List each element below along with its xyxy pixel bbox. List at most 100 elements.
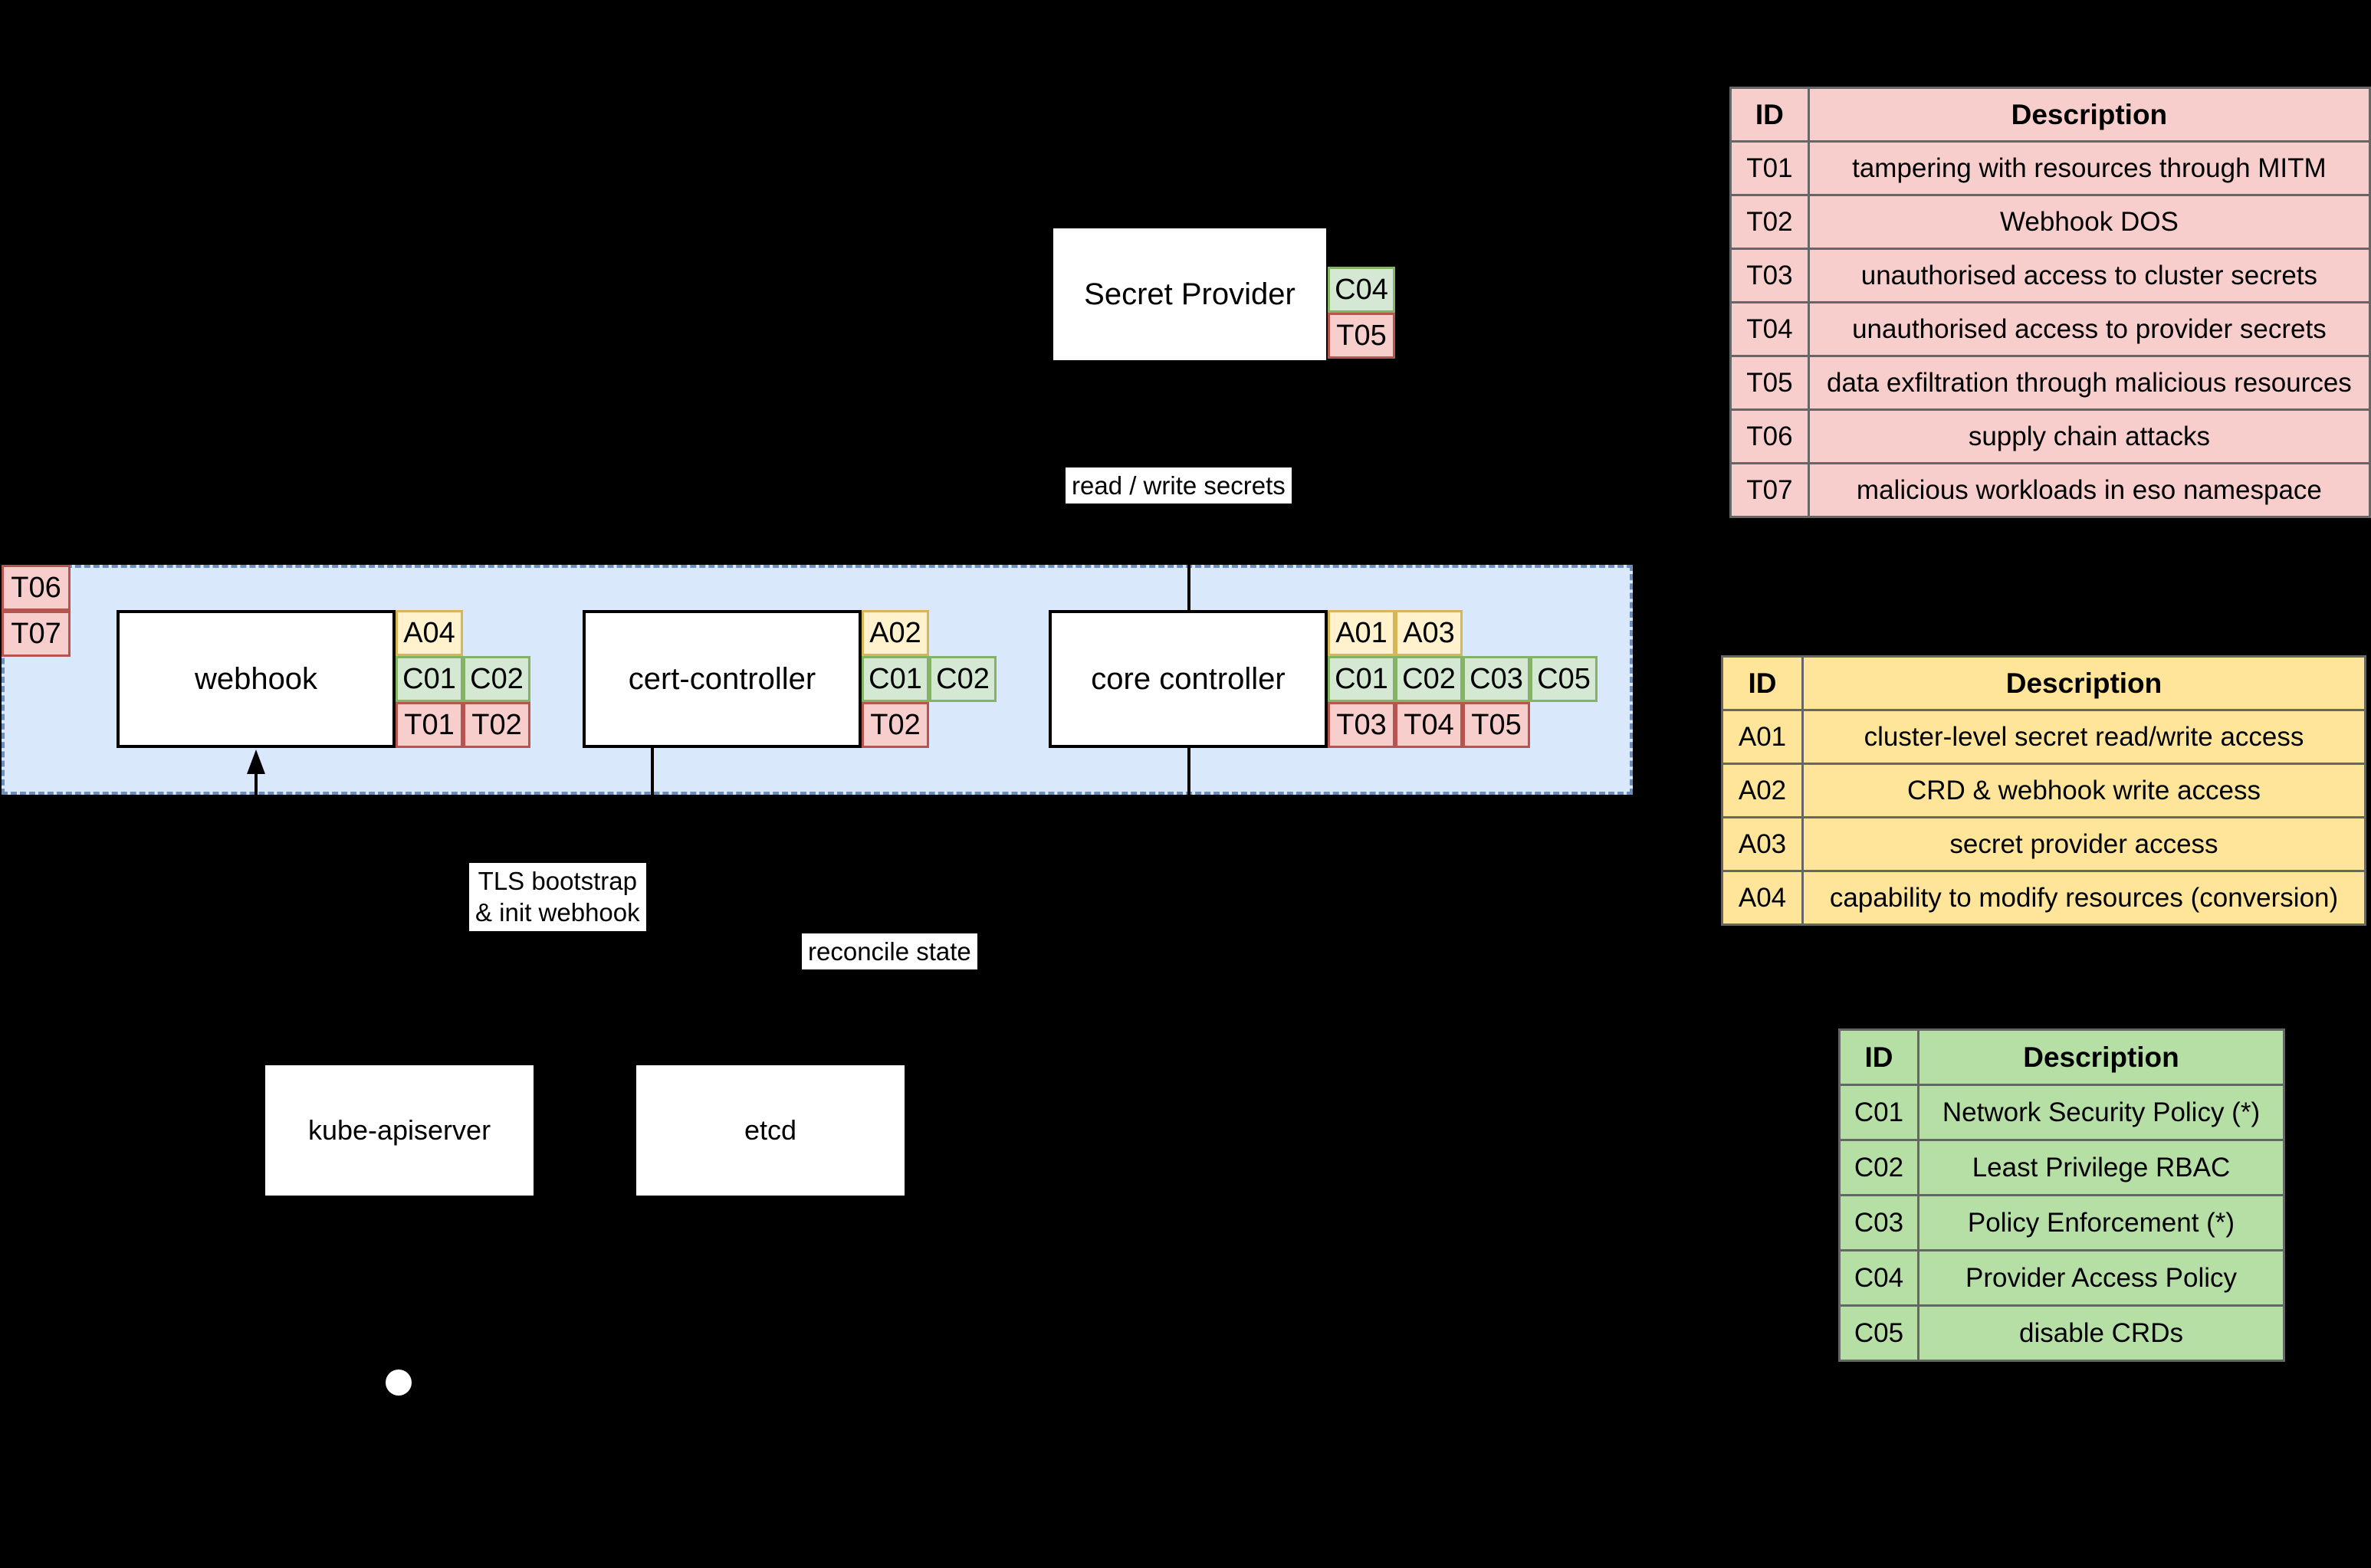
tag-A01: A01 bbox=[1328, 610, 1395, 656]
table-id-cell: A02 bbox=[1721, 763, 1804, 818]
tag-C02: C02 bbox=[929, 656, 997, 702]
tls-bootstrap-line2: & init webhook bbox=[475, 898, 640, 927]
tag-C02: C02 bbox=[463, 656, 530, 702]
webhook-node: webhook bbox=[117, 610, 396, 748]
tag-T07: T07 bbox=[2, 611, 71, 657]
tag-T01: T01 bbox=[396, 702, 463, 748]
tag-C04: C04 bbox=[1328, 267, 1395, 313]
table-id-cell: T05 bbox=[1729, 355, 1810, 411]
tag-C02: C02 bbox=[1395, 656, 1463, 702]
tag-T03: T03 bbox=[1328, 702, 1395, 748]
table-id-cell: A04 bbox=[1721, 870, 1804, 926]
reconcile-state-label: reconcile state bbox=[802, 933, 977, 970]
secret-provider-label: Secret Provider bbox=[1084, 277, 1296, 311]
read-write-secrets-label: read / write secrets bbox=[1066, 467, 1292, 504]
table-id-cell: A03 bbox=[1721, 816, 1804, 872]
table-id-cell: C01 bbox=[1838, 1084, 1919, 1141]
tag-A03: A03 bbox=[1395, 610, 1463, 656]
tag-C01: C01 bbox=[862, 656, 929, 702]
table-description-cell: Webhook DOS bbox=[1807, 194, 2371, 250]
table-header-cell: ID bbox=[1729, 87, 1810, 143]
table-description-cell: disable CRDs bbox=[1917, 1304, 2285, 1362]
edge-core-to-etcd bbox=[769, 748, 1190, 1062]
access-tag-row: A04 bbox=[396, 610, 463, 656]
tls-bootstrap-line1: TLS bootstrap bbox=[478, 867, 637, 895]
table-description-cell: malicious workloads in eso namespace bbox=[1807, 462, 2371, 518]
table-header-cell: Description bbox=[1807, 87, 2371, 143]
white-dot-marker bbox=[386, 1370, 412, 1396]
tag-T05: T05 bbox=[1328, 313, 1395, 359]
tag-C05: C05 bbox=[1530, 656, 1598, 702]
read-write-secrets-text: read / write secrets bbox=[1072, 471, 1286, 500]
controls-tag-row: C04 bbox=[1328, 267, 1395, 313]
table-id-cell: T07 bbox=[1729, 462, 1810, 518]
tag-T05: T05 bbox=[1463, 702, 1530, 748]
table-id-cell: C05 bbox=[1838, 1304, 1919, 1362]
cert-controller-node: cert-controller bbox=[583, 610, 862, 748]
table-description-cell: supply chain attacks bbox=[1807, 408, 2371, 464]
table-id-cell: C04 bbox=[1838, 1249, 1919, 1307]
table-description-cell: Policy Enforcement (*) bbox=[1917, 1194, 2285, 1251]
table-header-cell: ID bbox=[1721, 655, 1804, 711]
table-id-cell: C03 bbox=[1838, 1194, 1919, 1251]
tls-bootstrap-label: TLS bootstrap & init webhook bbox=[469, 863, 646, 931]
etcd-node: etcd bbox=[633, 1062, 908, 1199]
table-description-cell: Least Privilege RBAC bbox=[1917, 1139, 2285, 1196]
table-description-cell: unauthorised access to cluster secrets bbox=[1807, 248, 2371, 303]
tag-T04: T04 bbox=[1395, 702, 1463, 748]
tag-C03: C03 bbox=[1463, 656, 1530, 702]
table-id-cell: C02 bbox=[1838, 1139, 1919, 1196]
cert-controller-label: cert-controller bbox=[628, 661, 816, 696]
table-id-cell: T06 bbox=[1729, 408, 1810, 464]
table-header-cell: Description bbox=[1801, 655, 2366, 711]
tag-C01: C01 bbox=[396, 656, 463, 702]
tag-A04: A04 bbox=[396, 610, 463, 656]
table-description-cell: cluster-level secret read/write access bbox=[1801, 709, 2366, 765]
tag-A02: A02 bbox=[862, 610, 929, 656]
kube-apiserver-node: kube-apiserver bbox=[262, 1062, 537, 1199]
table-description-cell: Network Security Policy (*) bbox=[1917, 1084, 2285, 1141]
kube-apiserver-label: kube-apiserver bbox=[307, 1114, 491, 1146]
webhook-label: webhook bbox=[194, 661, 318, 696]
secret-provider-node: Secret Provider bbox=[1050, 225, 1329, 363]
tag-T02: T02 bbox=[862, 702, 929, 748]
reconcile-state-text: reconcile state bbox=[808, 937, 971, 966]
threats-tag-row: T02 bbox=[862, 702, 929, 748]
table-description-cell: unauthorised access to provider secrets bbox=[1807, 301, 2371, 357]
tag-T06: T06 bbox=[2, 565, 71, 611]
table-description-cell: secret provider access bbox=[1801, 816, 2366, 872]
table-description-cell: capability to modify resources (conversi… bbox=[1801, 870, 2366, 926]
access-tag-row: A02 bbox=[862, 610, 929, 656]
table-id-cell: T01 bbox=[1729, 140, 1810, 196]
